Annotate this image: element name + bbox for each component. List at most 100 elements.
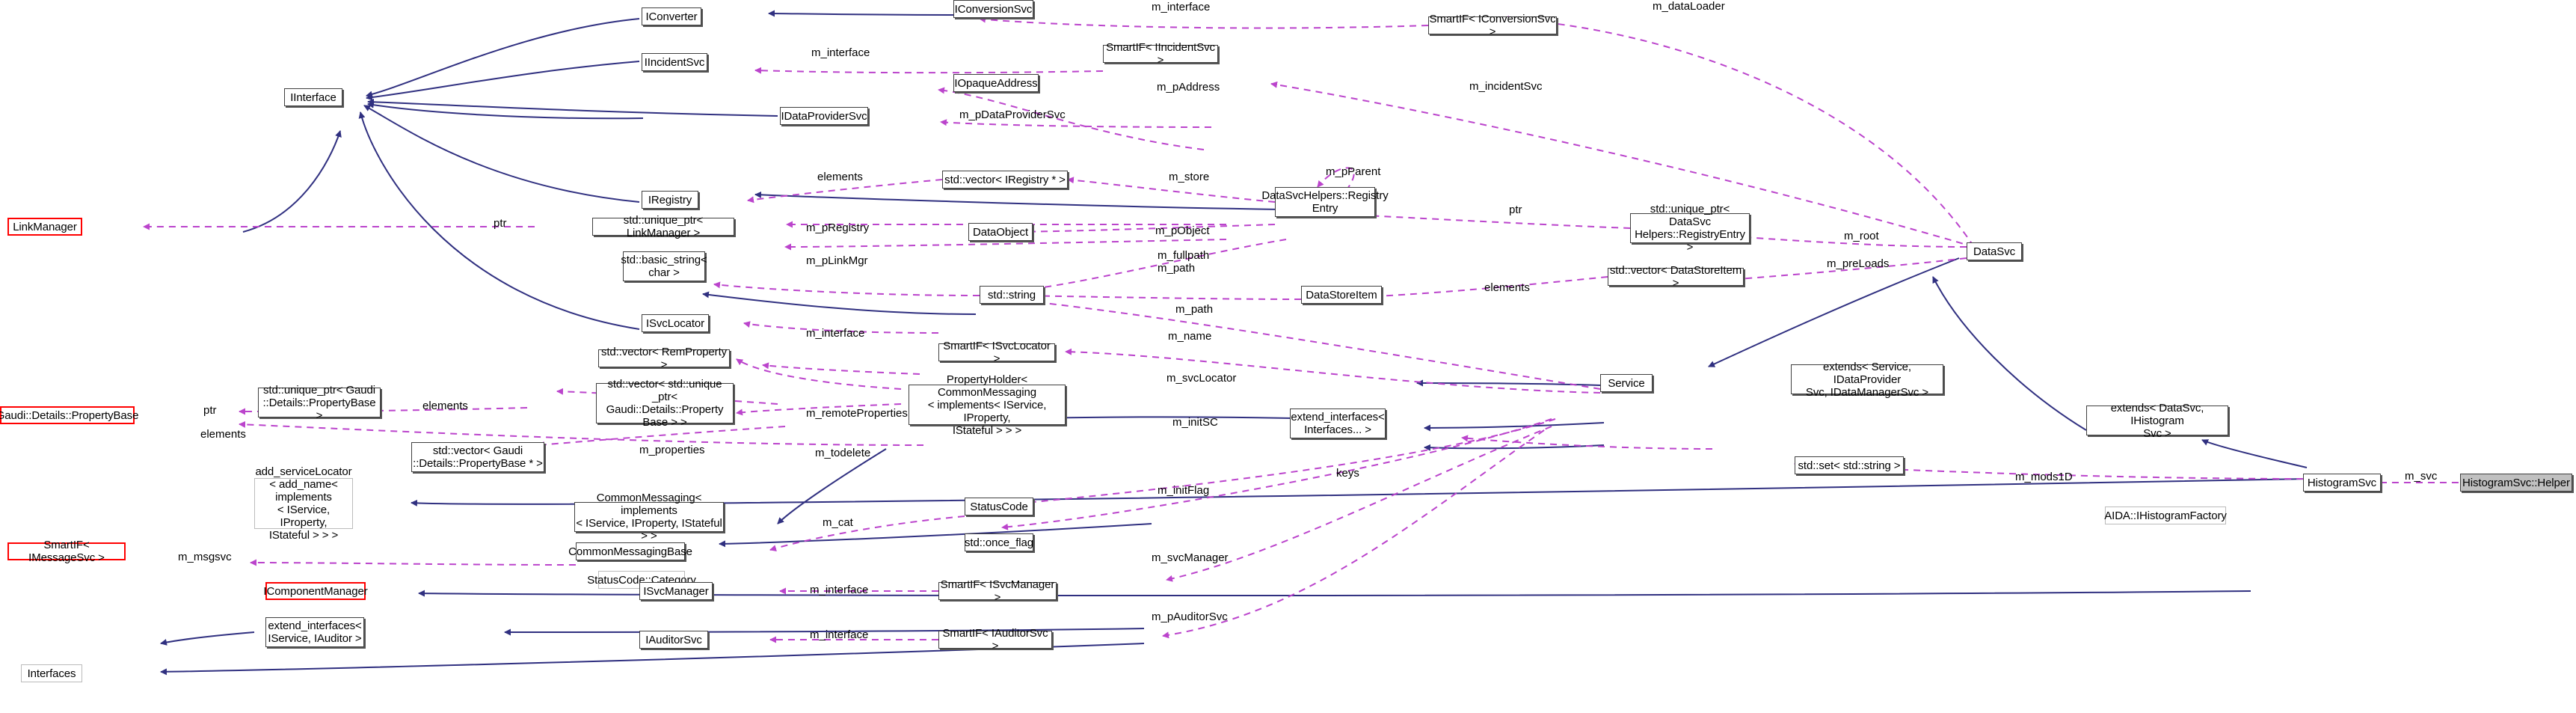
node-uniqueptr-propertybase[interactable]: std::unique_ptr< Gaudi ::Details::Proper…	[258, 384, 381, 422]
node-smartif-iincidentsvc[interactable]: SmartIF< IIncidentSvc >	[1103, 41, 1218, 67]
node-smartif-isvcmanager[interactable]: SmartIF< ISvcManager >	[938, 578, 1057, 604]
node-label: ISvcManager	[643, 584, 709, 598]
edge-label: ptr	[1509, 204, 1522, 216]
node-extends-histogram[interactable]: extends< DataSvc, IHistogram Svc >	[2086, 402, 2228, 440]
node-iopaqueaddress[interactable]: IOpaqueAddress	[953, 74, 1039, 92]
node-label: IIncidentSvc	[644, 55, 705, 69]
node-iconversionsvc[interactable]: IConversionSvc	[953, 0, 1033, 18]
node-isvcmanager[interactable]: ISvcManager	[639, 582, 713, 600]
node-iconverter[interactable]: IConverter	[642, 7, 701, 25]
node-propertyholder[interactable]: PropertyHolder< CommonMessaging < implem…	[909, 373, 1066, 437]
node-label: std::unique_ptr< LinkManager >	[623, 214, 704, 239]
edge-label: m_interface	[811, 46, 870, 59]
node-smartif-iauditorsvc[interactable]: SmartIF< IAuditorSvc >	[938, 627, 1052, 652]
node-label: add_serviceLocator < add_name< implement…	[255, 465, 352, 542]
node-label: IRegistry	[648, 193, 692, 206]
node-label: IDataProviderSvc	[781, 109, 867, 123]
node-label: std::vector< DataStoreItem >	[1609, 264, 1742, 290]
edge-label: m_cat	[823, 516, 853, 529]
node-vector-iregistry[interactable]: std::vector< IRegistry * >	[942, 171, 1068, 189]
node-smartif-imessagesvc[interactable]: SmartIF< IMessageSvc >	[7, 539, 126, 564]
node-add-servicelocator[interactable]: add_serviceLocator < add_name< implement…	[254, 465, 353, 542]
node-once-flag[interactable]: std::once_flag	[965, 533, 1033, 551]
node-iinterface[interactable]: IInterface	[284, 88, 342, 106]
node-registryentry[interactable]: DataSvcHelpers::Registry Entry	[1261, 187, 1389, 217]
node-label: CommonMessagingBase	[568, 545, 692, 558]
node-uniqueptr-registryentry[interactable]: std::unique_ptr< DataSvc Helpers::Regist…	[1630, 203, 1750, 254]
node-histogramsvc[interactable]: HistogramSvc	[2303, 474, 2381, 492]
node-iregistry[interactable]: IRegistry	[642, 191, 698, 209]
node-histogramsvc-helper[interactable]: HistogramSvc::Helper	[2460, 474, 2572, 492]
node-vector-propertybase[interactable]: std::vector< Gaudi ::Details::PropertyBa…	[411, 442, 544, 472]
edge-label: m_pLinkMgr	[806, 254, 868, 267]
node-label: std::once_flag	[965, 536, 1033, 549]
node-label: LinkManager	[13, 220, 77, 233]
node-dataobject[interactable]: DataObject	[968, 223, 1033, 241]
node-label: HistogramSvc	[2307, 476, 2377, 489]
node-datastoreitem[interactable]: DataStoreItem	[1301, 286, 1382, 304]
edge-label: ptr	[494, 217, 507, 230]
node-vector-datastoreitem[interactable]: std::vector< DataStoreItem >	[1608, 264, 1744, 290]
node-smartif-isvclocator[interactable]: SmartIF< ISvcLocator >	[938, 340, 1055, 365]
node-iincidentsvc[interactable]: IIncidentSvc	[642, 53, 707, 71]
node-label: PropertyHolder< CommonMessaging < implem…	[927, 373, 1047, 437]
edge-label: ptr	[203, 404, 217, 417]
edge-label: m_initFlag	[1158, 484, 1210, 497]
edge-label: m_interface	[806, 327, 865, 340]
node-label: DataObject	[972, 225, 1029, 239]
edge-label: m_properties	[639, 444, 705, 456]
edge-label: m_fullpath m_path	[1158, 249, 1210, 275]
edge-label: elements	[817, 171, 863, 183]
node-label: Service	[1608, 376, 1645, 390]
edge-label: m_incidentSvc	[1469, 80, 1543, 93]
edge-label: m_msgsvc	[178, 551, 232, 563]
node-label: extend_interfaces< IService, IAuditor >	[268, 619, 362, 645]
node-idataprovidersvc[interactable]: IDataProviderSvc	[780, 107, 868, 125]
node-std-string[interactable]: std::string	[980, 286, 1044, 304]
node-aida-ihistogramfactory[interactable]: AIDA::IHistogramFactory	[2104, 507, 2227, 524]
node-label: extend_interfaces< Interfaces... >	[1291, 411, 1385, 436]
edge-label: keys	[1336, 467, 1359, 480]
edge-label: m_mods1D	[2015, 471, 2073, 483]
node-uniqueptr-linkmanager[interactable]: std::unique_ptr< LinkManager >	[592, 214, 734, 239]
node-vector-uniqueptr-propertybase[interactable]: std::vector< std::unique _ptr< Gaudi::De…	[596, 378, 734, 429]
node-smartif-iconversionsvc[interactable]: SmartIF< IConversionSvc >	[1428, 13, 1557, 38]
node-datasvc[interactable]: DataSvc	[1967, 242, 2022, 260]
node-extend-interfaces[interactable]: extend_interfaces< Interfaces... >	[1290, 408, 1386, 438]
node-commonmessagingbase[interactable]: CommonMessagingBase	[568, 542, 692, 560]
edge-label: m_todelete	[815, 447, 871, 459]
edge-label: m_interface	[1152, 1, 1211, 13]
node-statuscode[interactable]: StatusCode	[965, 498, 1033, 515]
node-isvclocator[interactable]: ISvcLocator	[642, 314, 709, 332]
node-label: StatusCode	[970, 500, 1028, 513]
node-label: SmartIF< ISvcLocator >	[943, 340, 1051, 365]
node-basic-string[interactable]: std::basic_string< char >	[621, 251, 707, 281]
node-iauditorsvc[interactable]: IAuditorSvc	[639, 631, 708, 649]
edge-label: m_pRegistry	[806, 221, 870, 234]
node-label: std::set< std::string >	[1798, 459, 1901, 472]
node-label: IConverter	[645, 10, 698, 23]
node-icomponentmanager[interactable]: IComponentManager	[263, 582, 368, 600]
node-label: SmartIF< IMessageSvc >	[28, 539, 105, 564]
edge-label: m_pDataProviderSvc	[959, 108, 1066, 121]
node-label: std::string	[988, 288, 1036, 302]
node-set-string[interactable]: std::set< std::string >	[1795, 456, 1904, 474]
node-label: std::vector< RemProperty >	[600, 346, 728, 371]
node-extends-dataprovider[interactable]: extends< Service, IDataProvider Svc, IDa…	[1791, 361, 1943, 399]
node-propertybase[interactable]: Gaudi::Details::PropertyBase	[0, 406, 138, 424]
node-label: extends< DataSvc, IHistogram Svc >	[2110, 401, 2204, 440]
edge-label: m_dataLoader	[1653, 0, 1725, 13]
edge-label: elements	[200, 428, 246, 441]
node-label: std::vector< IRegistry * >	[944, 173, 1066, 186]
edge-label: m_store	[1169, 171, 1210, 183]
node-label: SmartIF< IAuditorSvc >	[942, 627, 1048, 652]
node-interfaces[interactable]: Interfaces	[21, 664, 82, 682]
node-label: IConversionSvc	[954, 2, 1033, 16]
node-commonmessaging[interactable]: CommonMessaging< implements < IService, …	[574, 492, 724, 542]
node-service[interactable]: Service	[1600, 374, 1653, 392]
node-label: extends< Service, IDataProvider Svc, IDa…	[1805, 360, 1929, 399]
node-linkmanager[interactable]: LinkManager	[7, 218, 82, 236]
node-vector-remproperty[interactable]: std::vector< RemProperty >	[598, 346, 730, 371]
node-extend-interfaces-iauditor[interactable]: extend_interfaces< IService, IAuditor >	[265, 617, 364, 647]
